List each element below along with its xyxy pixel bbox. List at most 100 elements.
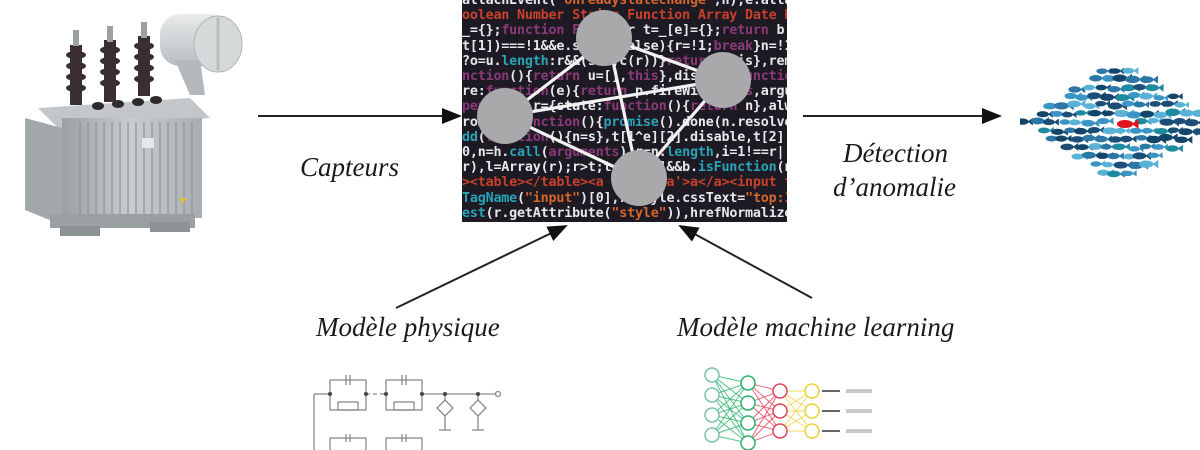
fish-normal (1036, 110, 1053, 118)
arrow-physical-model (395, 225, 568, 309)
code-token: _={}; (462, 23, 502, 39)
fish-normal (1060, 143, 1079, 151)
arrow-ml-model (678, 225, 813, 299)
code-token: ,argument (752, 84, 787, 100)
code-token: isFunction (697, 160, 777, 176)
code-token: t[1])===!1&&e.stopOnFalse){r=!1; (462, 38, 714, 54)
code-token: (){ (579, 114, 604, 130)
code-token: this (627, 69, 659, 84)
fish-normal (1174, 135, 1193, 144)
code-network-panel: attachEvent("onreadystatechange",n),e.at… (462, 0, 787, 222)
fish-normal (1139, 75, 1159, 84)
code-token: function (485, 129, 549, 145)
label-detection-line2: d’anomalie (833, 172, 956, 202)
nn-neuron (704, 427, 720, 443)
code-token: n},always: (745, 99, 787, 115)
code-token: 0,n=h. (462, 145, 510, 160)
fish-normal (1133, 101, 1150, 108)
lv-bushings (92, 96, 162, 110)
fish-normal (1174, 101, 1189, 108)
code-token: (e){var t=_[e]={}; (579, 23, 722, 39)
nn-neuron (740, 415, 756, 431)
code-token: ),r=n. (619, 145, 667, 160)
code-token: re: (462, 84, 486, 100)
fish-normal (1167, 93, 1183, 100)
code-line: _={};function F(e){var t=_[e]={};return … (462, 24, 787, 37)
fish-normal (1068, 85, 1086, 94)
code-token: ><table></table><a href='/a'>a</a><input… (462, 175, 787, 191)
fish-normal (1075, 109, 1090, 117)
fish-normal (1119, 135, 1137, 143)
label-detection-line1: Détection (843, 138, 948, 168)
fish-normal (1132, 151, 1152, 160)
code-line: romise:function(){promise().done(n.resol… (462, 114, 787, 130)
nn-connection (711, 382, 749, 436)
fish-normal (1191, 109, 1200, 117)
radiator-fins (62, 118, 202, 218)
code-token: function (737, 69, 787, 84)
code-token: "input" (524, 190, 580, 206)
code-line: nction(){return u=[],this},disable:funct… (462, 70, 787, 83)
code-line: dd(function(){n=s},t[1^e][2].disable,t[2… (462, 131, 787, 144)
code-token: ,i=1!==r||e& (713, 145, 787, 160)
code-token: ().done(n.resolve).fail(n.re (658, 114, 787, 130)
code-line: oolean Number String Function Array Date… (462, 9, 787, 22)
neural-network-image (704, 367, 872, 450)
fish-normal (1055, 134, 1072, 143)
fish-normal (1153, 94, 1169, 102)
nn-neuron (704, 387, 720, 403)
code-token: (n[t (776, 160, 787, 176)
fish-normal (1141, 127, 1157, 135)
nn-neuron (804, 403, 820, 419)
nn-connection (711, 402, 749, 436)
conservator-tank (160, 14, 243, 95)
fish-normal (1107, 152, 1124, 160)
nn-connection (747, 390, 781, 444)
fish-normal (1097, 117, 1114, 125)
nn-neuron (704, 367, 720, 383)
fish-normal (1184, 119, 1200, 127)
code-token: romise: (462, 114, 518, 130)
nn-neuron (740, 395, 756, 411)
code-token: ?o=u. (462, 53, 502, 69)
code-token: TagName (462, 190, 518, 206)
fish-normal (1042, 118, 1059, 126)
code-token: arguments (548, 145, 620, 160)
fish-normal (1145, 83, 1164, 92)
code-token: return (690, 99, 738, 115)
code-token: this (721, 84, 753, 100)
code-token: )),hrefNormalized: (666, 205, 787, 221)
code-token: function F (501, 23, 580, 39)
code-token: est (462, 205, 486, 221)
code-token: function (485, 84, 549, 100)
code-token: return (579, 84, 628, 100)
nn-connection (711, 382, 749, 416)
code-token: length (501, 53, 549, 69)
code-token: call (509, 145, 541, 160)
label-physical-model: Modèle physique (316, 312, 500, 342)
fish-normal (1121, 170, 1137, 177)
code-token: p.fireWith( (627, 84, 722, 100)
code-token: promise (603, 114, 659, 130)
nn-neuron (804, 383, 820, 399)
code-token: ,n),e.attach (713, 0, 787, 8)
fish-normal (1061, 111, 1077, 118)
code-token: (r.getAttribute( (485, 205, 612, 221)
fish-normal (1152, 143, 1168, 151)
code-token: "onreadystatechange" (556, 0, 714, 8)
hv-bushings (66, 36, 154, 105)
label-ml-model: Modèle machine learning (677, 312, 955, 342)
code-token: attachEvent( (462, 0, 557, 8)
code-token: oolean Number String Function Array Date… (462, 8, 787, 24)
nn-neuron (772, 383, 788, 399)
code-token: pending (462, 99, 518, 115)
code-token: },disable: (658, 69, 738, 84)
fish-normal (1038, 127, 1054, 134)
fish-normal (1165, 144, 1183, 153)
code-token: (){ (666, 99, 691, 115)
code-line: attachEvent("onreadystatechange",n),e.at… (462, 0, 787, 7)
code-token: ( (517, 190, 525, 206)
nn-connection (779, 390, 813, 432)
code-token: "style" (611, 205, 667, 221)
